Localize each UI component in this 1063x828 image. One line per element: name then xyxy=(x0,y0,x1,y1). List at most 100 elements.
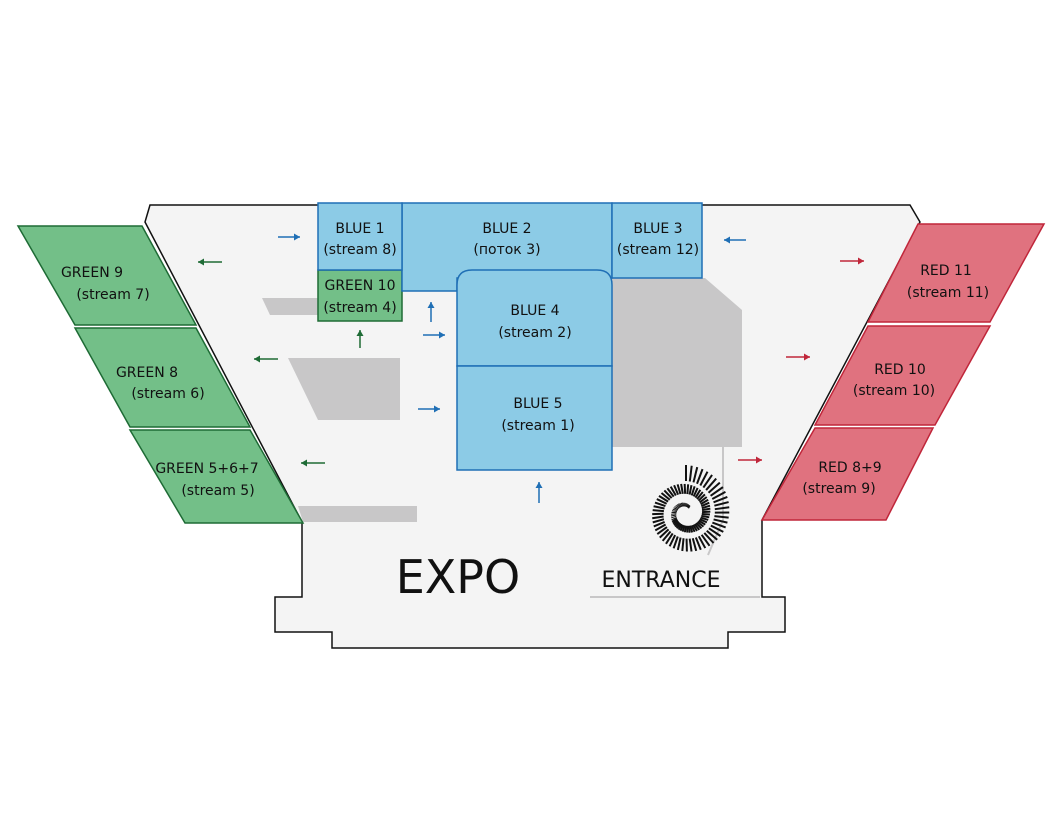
hall-blue-3[interactable] xyxy=(611,202,703,279)
entry-arrows xyxy=(198,233,864,503)
spiral-tick xyxy=(683,502,686,507)
spiral-tick xyxy=(696,491,704,500)
spiral-tick xyxy=(700,516,709,521)
spiral-tick xyxy=(710,486,724,497)
blue4-name: BLUE 4 xyxy=(510,303,559,319)
spiral-tick xyxy=(700,534,711,547)
red89-stream: (stream 9) xyxy=(802,481,875,497)
spiral-tick xyxy=(652,515,664,520)
spiral-tick xyxy=(688,484,693,495)
spiral-tick xyxy=(679,524,684,532)
spiral-tick xyxy=(694,489,702,499)
spiral-tick xyxy=(695,522,703,530)
obstacle xyxy=(262,298,318,315)
green10-name: GREEN 10 xyxy=(324,278,395,294)
spiral-tick xyxy=(712,521,726,529)
spiral-tick xyxy=(670,515,677,519)
spiral-tick xyxy=(672,508,678,512)
spiral-tick xyxy=(680,483,684,494)
obstacle xyxy=(288,358,400,420)
spiral-tick xyxy=(696,521,705,528)
hall-red-10[interactable] xyxy=(813,325,992,426)
red89-name: RED 8+9 xyxy=(818,460,881,476)
spiral-tick xyxy=(697,493,706,502)
hall-blue-5[interactable] xyxy=(456,365,613,471)
spiral-tick xyxy=(689,525,694,533)
spiral-tick xyxy=(676,504,681,508)
green567-stream: (stream 5) xyxy=(181,483,254,499)
spiral-tick xyxy=(693,523,701,531)
red10-name: RED 10 xyxy=(874,362,926,378)
arrow-icon xyxy=(840,257,864,265)
red11-name: RED 11 xyxy=(920,263,972,279)
spiral-tick xyxy=(686,503,688,508)
arrow-icon xyxy=(254,355,278,363)
spiral-tick xyxy=(692,466,699,483)
spiral-tick xyxy=(671,517,678,523)
hall-green-8[interactable] xyxy=(73,327,252,428)
spiral-tick xyxy=(654,523,667,532)
spiral-tick xyxy=(701,504,711,510)
spiral-tick xyxy=(701,512,711,516)
spiral-tick xyxy=(660,492,671,501)
blue5-name: BLUE 5 xyxy=(513,396,562,412)
obstacle xyxy=(298,506,417,522)
arrow-icon xyxy=(786,353,810,361)
red10-stream: (stream 10) xyxy=(853,383,935,399)
spiral-tick xyxy=(658,495,669,503)
hall-green-9[interactable] xyxy=(16,225,198,326)
blue1-name: BLUE 1 xyxy=(335,221,384,237)
spiral-tick xyxy=(679,502,683,507)
arrow-icon xyxy=(301,459,325,467)
spiral-tick xyxy=(672,519,679,525)
spiral-tick xyxy=(714,506,730,511)
spiral-tick xyxy=(714,515,729,519)
red11-stream: (stream 11) xyxy=(907,285,989,301)
spiral-tick xyxy=(668,534,677,547)
spiral-tick xyxy=(677,503,682,508)
spiral-tick xyxy=(673,484,680,496)
spiral-tick xyxy=(697,535,707,549)
spiral-tick xyxy=(656,526,668,535)
spiral-tick xyxy=(711,491,726,500)
spiral-tick xyxy=(690,486,696,496)
spiral-tick xyxy=(659,528,670,539)
green8-name: GREEN 8 xyxy=(116,365,178,381)
spiral-tick xyxy=(676,484,682,495)
hall-green-10[interactable] xyxy=(317,269,403,322)
arrow-icon xyxy=(423,331,445,339)
spiral-tick xyxy=(706,530,718,541)
arrow-icon xyxy=(535,482,543,503)
arrow-icon xyxy=(738,456,762,464)
green9-stream: (stream 7) xyxy=(76,287,149,303)
spiral-tick xyxy=(676,522,681,529)
obstacles xyxy=(262,278,742,522)
hall-blue-1[interactable] xyxy=(317,202,403,271)
spiral-tick xyxy=(699,518,708,524)
spiral-tick xyxy=(699,496,708,504)
spiral-tick xyxy=(677,523,683,531)
arrow-icon xyxy=(427,302,435,322)
arrow-icon xyxy=(198,258,222,266)
spiral-tick xyxy=(694,537,702,551)
hall-green-567[interactable] xyxy=(128,429,305,524)
spiral-tick xyxy=(675,505,680,509)
spiral-tick xyxy=(671,516,677,521)
spiral-tick xyxy=(688,505,691,509)
spiral-tick xyxy=(652,518,665,524)
spiral-tick xyxy=(700,498,709,506)
spiral-tick xyxy=(690,524,696,533)
spiral-tick xyxy=(653,505,665,510)
hall-blue-4[interactable] xyxy=(456,269,613,367)
spiral-tick xyxy=(700,501,710,508)
spiral-tick xyxy=(699,471,709,486)
hall-red-11[interactable] xyxy=(866,223,1046,323)
spiral-tick xyxy=(687,525,691,533)
entrance-label: ENTRANCE xyxy=(602,568,721,593)
spiral-tick xyxy=(665,532,674,545)
green8-stream: (stream 6) xyxy=(131,386,204,402)
hall-red-89[interactable] xyxy=(760,427,935,521)
spiral-tick xyxy=(702,474,713,489)
blue1-stream: (stream 8) xyxy=(323,242,396,258)
